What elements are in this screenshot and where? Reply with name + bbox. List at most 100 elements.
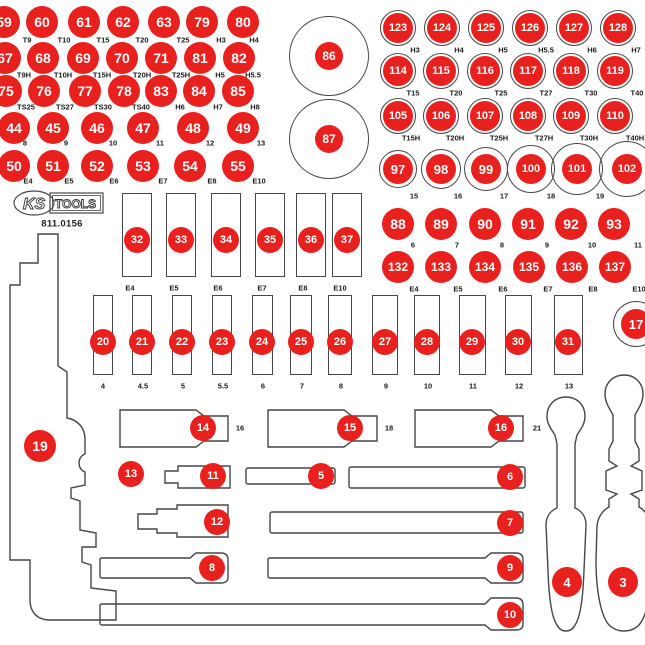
- size-label-TS25: TS25: [17, 102, 35, 112]
- logo-box-outer: [49, 192, 104, 214]
- logo-box-inner: [52, 195, 101, 211]
- position-marker-133: 133: [425, 251, 457, 283]
- size-label-H3: H3: [216, 35, 226, 45]
- marker-ring-125: [468, 10, 504, 46]
- size-label-H8: H8: [250, 102, 260, 112]
- marker-ring-86: [289, 16, 369, 96]
- position-marker-50: 50: [0, 150, 30, 182]
- size-label-H5: H5: [215, 70, 225, 80]
- position-marker-55: 55: [222, 150, 254, 182]
- size-label-E6: E6: [109, 176, 119, 186]
- position-marker-105: 105: [383, 101, 413, 131]
- position-marker-98: 98: [426, 154, 456, 184]
- position-marker-92: 92: [555, 208, 587, 240]
- position-marker-76: 76: [28, 75, 60, 107]
- size-label-E7: E7: [257, 283, 267, 293]
- tool-slot-outline-15: [267, 409, 378, 448]
- size-label-T20H: T20H: [132, 70, 152, 80]
- tool-slot-outline: [166, 193, 196, 277]
- size-label-18: 18: [384, 423, 394, 433]
- size-label-12: 12: [514, 381, 524, 391]
- size-label-8: 8: [499, 240, 505, 250]
- position-marker-3: 3: [608, 567, 638, 597]
- position-marker-37: 37: [334, 227, 360, 253]
- marker-ring-128: [600, 10, 636, 46]
- size-label-T25: T25: [494, 88, 508, 98]
- position-marker-13: 13: [118, 461, 144, 487]
- size-label-H6: H6: [587, 45, 597, 55]
- position-marker-118: 118: [556, 56, 586, 86]
- position-marker-32: 32: [124, 227, 150, 253]
- marker-ring-108: [510, 98, 546, 134]
- position-marker-17: 17: [621, 309, 645, 339]
- tool-outline-9: [267, 552, 524, 584]
- position-marker-34: 34: [213, 227, 239, 253]
- position-marker-29: 29: [459, 329, 485, 355]
- position-marker-117: 117: [513, 56, 543, 86]
- size-label-T15H: T15H: [401, 133, 421, 143]
- size-label-E4: E4: [125, 283, 135, 293]
- position-marker-9: 9: [497, 555, 523, 581]
- size-label-T15: T15: [96, 35, 110, 45]
- position-marker-125: 125: [471, 13, 501, 43]
- marker-ring-127: [556, 10, 592, 46]
- position-marker-79: 79: [186, 6, 218, 38]
- screwdriver-outline-4: [545, 396, 587, 632]
- size-label-13: 13: [564, 381, 574, 391]
- position-marker-62: 62: [107, 6, 139, 38]
- logo-text-ks: KS: [23, 196, 46, 213]
- marker-ring-126: [512, 10, 548, 46]
- size-label-E7: E7: [543, 284, 553, 294]
- logo-text-tools: TOOLS: [55, 197, 96, 211]
- tool-outline-7: [269, 511, 524, 534]
- size-label-T20: T20: [135, 35, 149, 45]
- size-label-4.5: 4.5: [137, 381, 149, 391]
- size-label-T20: T20: [449, 88, 463, 98]
- position-marker-134: 134: [469, 251, 501, 283]
- marker-ring-117: [510, 53, 546, 89]
- position-marker-109: 109: [556, 101, 586, 131]
- position-marker-80: 80: [227, 6, 259, 38]
- size-label-T30H: T30H: [579, 133, 599, 143]
- position-marker-25: 25: [288, 329, 314, 355]
- marker-ring-123: [380, 10, 416, 46]
- size-label-T40: T40: [630, 88, 644, 98]
- position-marker-82: 82: [223, 42, 255, 74]
- marker-ring-124: [424, 10, 460, 46]
- position-marker-35: 35: [257, 227, 283, 253]
- position-marker-70: 70: [106, 42, 138, 74]
- position-marker-85: 85: [222, 75, 254, 107]
- size-label-19: 19: [595, 191, 605, 201]
- position-marker-47: 47: [127, 112, 159, 144]
- size-label-H4: H4: [249, 35, 259, 45]
- size-label-TS40: TS40: [132, 102, 150, 112]
- size-label-H3: H3: [410, 45, 420, 55]
- position-marker-127: 127: [559, 13, 589, 43]
- size-label-E8: E8: [298, 283, 308, 293]
- position-marker-54: 54: [174, 150, 206, 182]
- position-marker-87: 87: [315, 125, 343, 153]
- size-label-TS30: TS30: [94, 102, 112, 112]
- position-marker-49: 49: [227, 112, 259, 144]
- tool-slot-outline: [255, 193, 285, 277]
- size-label-T10: T10: [57, 35, 71, 45]
- marker-ring-115: [423, 53, 459, 89]
- marker-ring-118: [553, 53, 589, 89]
- size-label-T25H: T25H: [489, 133, 509, 143]
- size-label-9: 9: [544, 240, 550, 250]
- size-label-H6: H6: [175, 102, 185, 112]
- size-label-4: 4: [100, 381, 106, 391]
- part-number: 811.0156: [41, 218, 83, 230]
- position-marker-20: 20: [90, 329, 116, 355]
- size-label-E6: E6: [213, 283, 223, 293]
- size-label-E6: E6: [498, 284, 508, 294]
- marker-ring-105: [380, 98, 416, 134]
- marker-ring-87: [289, 99, 369, 179]
- marker-ring-109: [553, 98, 589, 134]
- position-marker-84: 84: [183, 75, 215, 107]
- position-marker-78: 78: [108, 75, 140, 107]
- position-marker-100: 100: [516, 154, 546, 184]
- tool-slot-outline: [554, 295, 583, 375]
- size-label-T40H: T40H: [625, 133, 645, 143]
- position-marker-69: 69: [67, 42, 99, 74]
